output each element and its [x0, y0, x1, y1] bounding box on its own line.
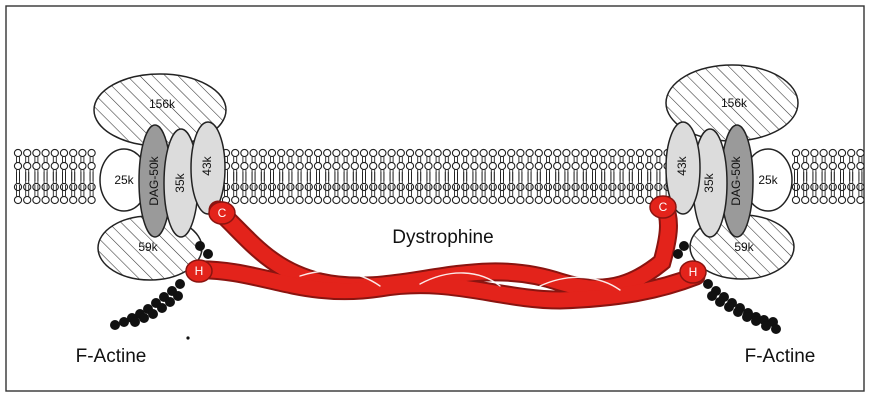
label-dag-left: DAG-50k: [147, 155, 161, 205]
label-59k-left: 59k: [138, 240, 158, 254]
label-c-left: C: [218, 206, 227, 220]
label-43k-right: 43k: [675, 155, 689, 175]
label-35k-right: 35k: [702, 172, 716, 192]
label-h-left: H: [195, 264, 204, 278]
f-actine-label-left: F-Actine: [76, 346, 147, 367]
label-dag-right: DAG-50k: [729, 155, 743, 205]
label-156k-right: 156k: [721, 96, 748, 110]
dystrophine-label: Dystrophine: [392, 227, 493, 248]
label-25k-right: 25k: [758, 173, 778, 187]
label-59k-right: 59k: [734, 240, 754, 254]
label-156k-left: 156k: [149, 97, 176, 111]
label-c-right: C: [659, 200, 668, 214]
label-h-right: H: [689, 265, 698, 279]
label-43k-left: 43k: [200, 155, 214, 175]
label-35k-left: 35k: [173, 172, 187, 192]
f-actine-label-right: F-Actine: [745, 346, 816, 367]
label-25k-left: 25k: [114, 173, 134, 187]
